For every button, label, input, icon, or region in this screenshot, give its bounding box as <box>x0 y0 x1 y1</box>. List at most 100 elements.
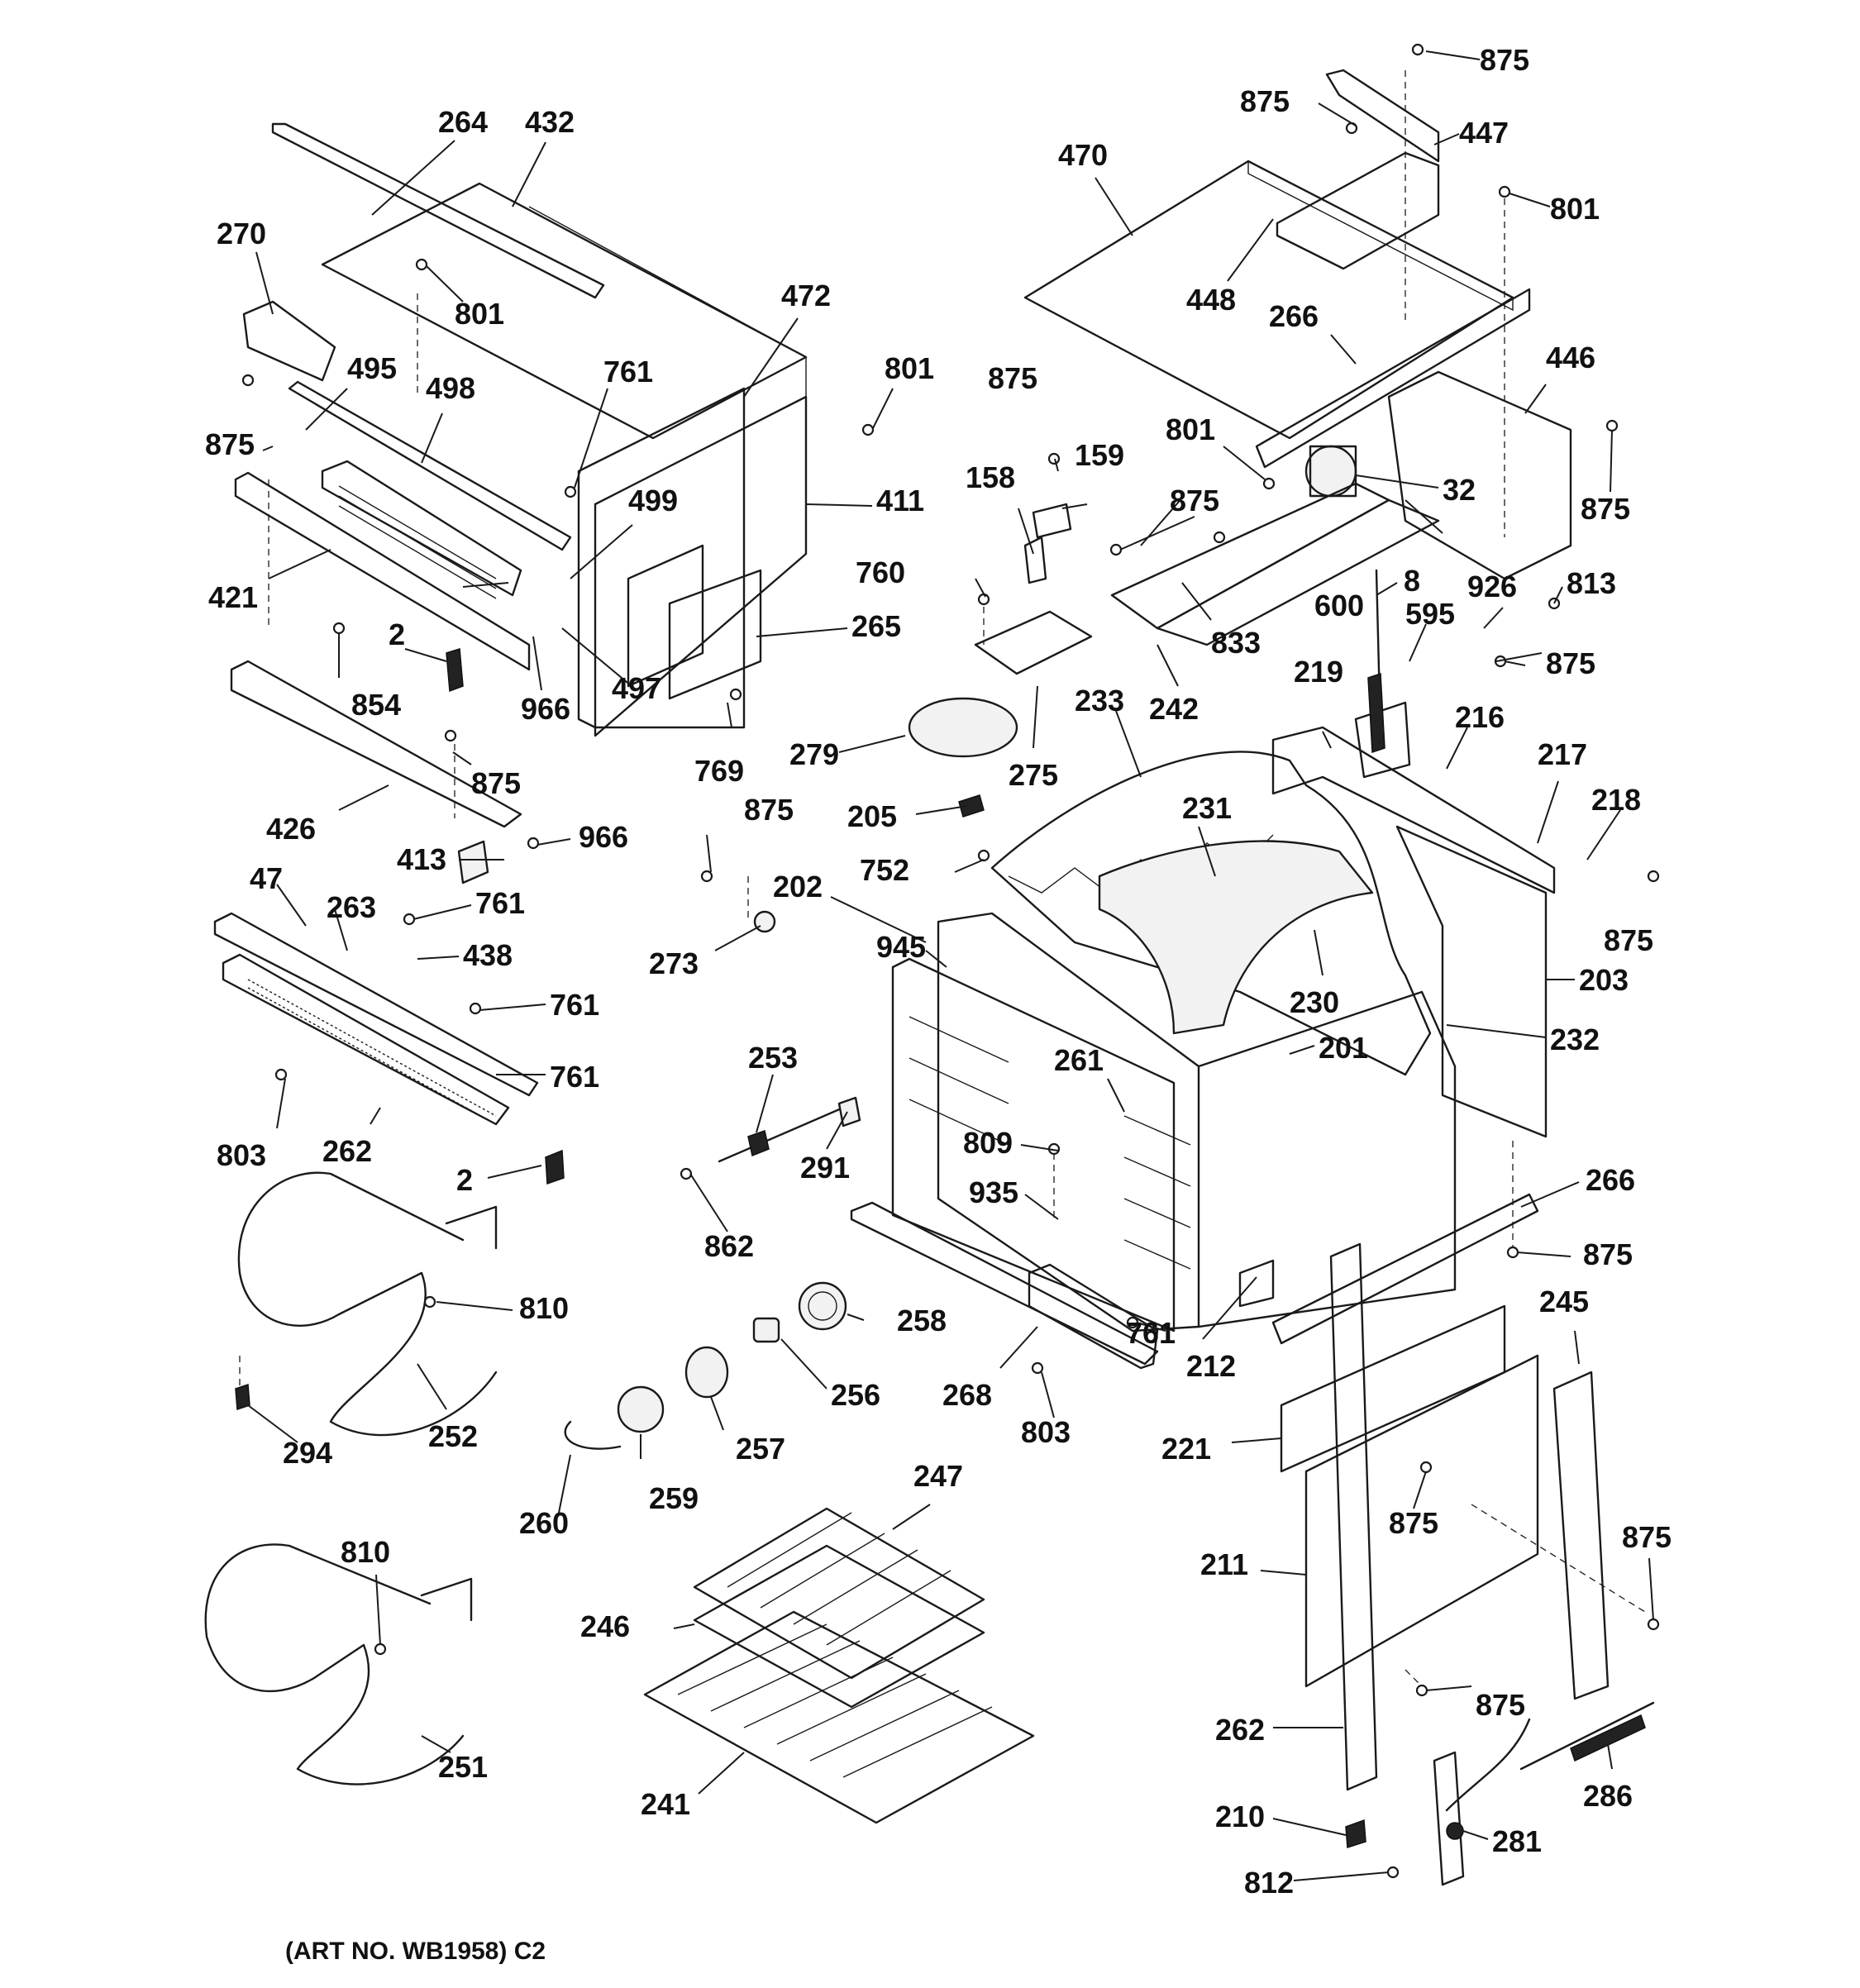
part-281-door-hinge <box>1433 1751 1465 1886</box>
callout-281: 281 <box>1492 1824 1542 1858</box>
part-275-mounting-bracket <box>974 610 1093 675</box>
part-219-terminal-block <box>1354 701 1411 779</box>
part-264-trim-strip <box>271 122 605 299</box>
callout-245: 245 <box>1539 1285 1589 1318</box>
part-241-rack-wires <box>677 1623 993 1778</box>
part-268-bottom-trim <box>850 1201 1159 1366</box>
callout-211: 211 <box>1200 1547 1248 1581</box>
callout-875: 875 <box>1480 43 1529 77</box>
callout-426: 426 <box>266 812 316 846</box>
callout-875: 875 <box>471 766 521 800</box>
part-265-cover <box>668 569 762 700</box>
callout-421: 421 <box>208 580 258 614</box>
callout-261: 261 <box>1054 1043 1104 1077</box>
callout-761: 761 <box>603 355 653 389</box>
callout-875: 875 <box>1476 1688 1525 1722</box>
part-259-globe <box>617 1385 665 1433</box>
part-600-harness-conduit <box>1367 672 1385 754</box>
part-245-side-trim <box>1552 1371 1610 1700</box>
callout-495: 495 <box>347 351 397 385</box>
part-421-vented-panel <box>234 471 531 671</box>
callout-216: 216 <box>1455 700 1505 734</box>
part-263-vent-holes <box>247 979 497 1125</box>
callout-810: 810 <box>341 1535 390 1569</box>
callout-217: 217 <box>1538 737 1587 771</box>
part-413-latch-block <box>457 840 489 884</box>
part-432-shell-edge <box>528 206 807 496</box>
callout-600: 600 <box>1314 589 1364 622</box>
screw-fasteners <box>241 43 1660 1879</box>
part-202-front-frame <box>937 912 1200 1332</box>
callout-875: 875 <box>1240 84 1290 118</box>
callout-210: 210 <box>1215 1800 1265 1833</box>
part-8-shield-plate <box>1156 498 1440 646</box>
part-253-sensor-body <box>747 1130 770 1157</box>
callout-497: 497 <box>612 671 661 705</box>
part-158-bracket <box>1023 536 1047 584</box>
part-210-clip <box>1345 1819 1366 1849</box>
part-253-temp-sensor <box>718 1106 845 1163</box>
part-203-side-wall <box>1395 825 1548 1138</box>
callout-266: 266 <box>1586 1163 1635 1197</box>
part-448-duct <box>1276 151 1440 270</box>
part-258-light-lens-ring <box>798 1281 847 1331</box>
callout-448: 448 <box>1186 283 1236 317</box>
part-211-side-panel <box>1304 1354 1539 1688</box>
callout-256: 256 <box>831 1378 880 1412</box>
part-outlines <box>204 69 1655 1886</box>
callout-158: 158 <box>966 460 1015 494</box>
callout-291: 291 <box>800 1151 850 1185</box>
part-446-rear-bracket <box>1387 370 1572 580</box>
callout-257: 257 <box>736 1432 785 1466</box>
callout-761: 761 <box>475 886 525 920</box>
part-281-hinge-arm <box>1445 1718 1531 1812</box>
part-447-top-duct <box>1325 69 1440 163</box>
callout-262: 262 <box>322 1134 372 1168</box>
callout-47: 47 <box>250 861 283 895</box>
callout-761: 761 <box>1126 1316 1176 1350</box>
callout-252: 252 <box>428 1419 478 1453</box>
part-421-vent-slots <box>338 485 497 599</box>
callout-260: 260 <box>519 1506 569 1540</box>
part-258-lens-inner <box>808 1291 837 1321</box>
leader-lines <box>247 50 1654 1881</box>
art-number-caption: (ART NO. WB1958) C2 <box>285 1938 546 1965</box>
part-247-broil-pan-grid <box>693 1507 985 1680</box>
callout-8: 8 <box>1404 564 1420 598</box>
callout-803: 803 <box>1021 1415 1071 1449</box>
callout-266: 266 <box>1269 299 1319 333</box>
callout-945: 945 <box>876 930 926 964</box>
part-273-socket <box>753 910 776 933</box>
callout-446: 446 <box>1546 341 1595 374</box>
callout-862: 862 <box>704 1229 754 1263</box>
part-233-insulation-blanket <box>990 751 1432 1076</box>
callout-231: 231 <box>1182 791 1232 825</box>
part-251-element-terminals <box>420 1577 473 1622</box>
callout-966: 966 <box>579 820 628 854</box>
callout-233: 233 <box>1075 684 1124 717</box>
part-432-top-shell <box>321 182 808 440</box>
callout-2: 2 <box>456 1163 473 1197</box>
part-286-spring-rod <box>1519 1701 1655 1771</box>
part-201-liner-back <box>1197 990 1457 1328</box>
callout-438: 438 <box>463 938 513 972</box>
callout-221: 221 <box>1161 1432 1211 1466</box>
callout-411: 411 <box>876 484 924 517</box>
callout-432: 432 <box>525 105 575 139</box>
callout-595: 595 <box>1405 597 1455 631</box>
callout-875: 875 <box>1170 484 1219 517</box>
callout-761: 761 <box>550 988 599 1022</box>
callout-246: 246 <box>580 1609 630 1643</box>
part-251-bake-element <box>204 1543 465 1785</box>
part-205-screen <box>958 794 985 818</box>
part-472-side-panel <box>577 387 746 729</box>
part-294-clip <box>235 1383 250 1411</box>
part-426-long-panel <box>230 660 522 828</box>
callout-769: 769 <box>694 754 744 788</box>
part-266-upper-rail <box>1255 288 1531 469</box>
callout-761: 761 <box>550 1060 599 1094</box>
callout-935: 935 <box>969 1175 1018 1209</box>
part-252-broil-element <box>237 1171 498 1437</box>
callout-159: 159 <box>1075 438 1124 472</box>
